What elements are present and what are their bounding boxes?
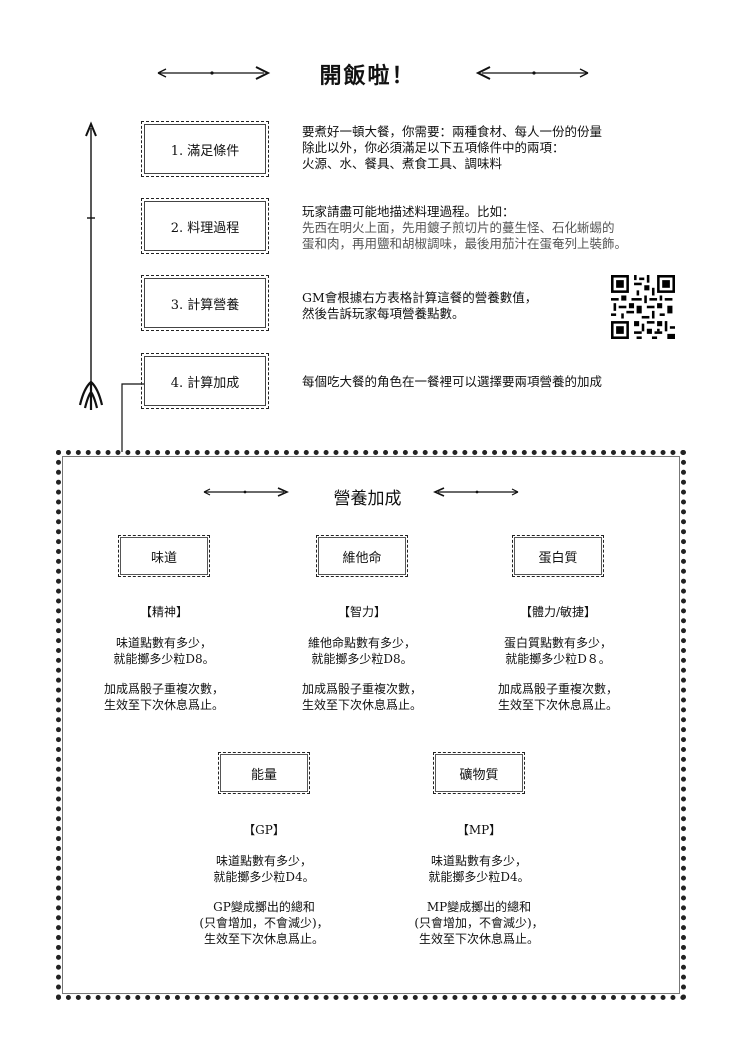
nutrient-tag: 【體力/敏捷】 [519,605,597,619]
vertical-arrow-icon [78,121,104,410]
nutrient-box-mineral: 礦物質 [433,752,525,794]
desc-line: 維他命點數有多少， [307,636,416,650]
step-2-line: 玩家請盡可能地描述料理過程。比如： [302,204,515,219]
desc-line: GP變成擲出的總和 [213,900,315,914]
step-2-label: 2. 料理過程 [170,220,240,236]
desc-line: 蛋白質點數有多少， [503,636,612,650]
desc-line: 生效至下次休息爲止。 [203,932,324,946]
step-1-line: 火源、水、餐具、煮食工具、調味料 [302,156,503,171]
step-3-line: 然後告訴玩家每項營養點數。 [302,306,465,321]
step-1-box: 1. 滿足條件 [141,121,269,177]
step-2-text: 玩家請盡可能地描述料理過程。比如： 先西在明火上面，先用鍍子煎切片的蔓生怪、石化… [302,204,662,252]
desc-line: 就能擲多少粒D8。 [311,652,413,666]
nutrient-tag: 【精神】 [139,605,188,619]
desc-line: 就能擲多少粒D8。 [113,652,215,666]
nutrient-tag: 【智力】 [337,605,386,619]
nutrient-box-taste: 味道 [118,535,210,577]
desc-line: 就能擲多少粒D4。 [428,870,530,884]
nutrition-title: 營養加成 [333,489,402,509]
step-3-text: GM會根據右方表格計算這餐的營養數值， 然後告訴玩家每項營養點數。 [302,290,662,322]
desc-line: 生效至下次休息爲止。 [103,698,224,712]
flourish-arrow-right-icon [203,487,289,497]
nutrient-box-energy: 能量 [218,752,310,794]
nutrient-desc-energy: 【GP】 味道點數有多少， 就能擲多少粒D4。 GP變成擲出的總和 (只會增加，不會… [174,822,354,961]
nutrient-box-vitamin: 維他命 [316,535,408,577]
step-4-box: 4. 計算加成 [141,353,269,409]
nutrient-tag: 【MP】 [456,823,502,837]
desc-line: 味道點數有多少， [215,854,312,868]
step-1-line: 要煮好一頓大餐，你需要：兩種食材、每人一份的份量 [302,124,603,139]
step-2-line: 先西在明火上面，先用鍍子煎切片的蔓生怪、石化蜥蜴的 [302,220,615,235]
nutrient-box-protein: 蛋白質 [512,535,604,577]
step-3-box: 3. 計算營養 [141,275,269,331]
step-4-line: 每個吃大餐的角色在一餐裡可以選擇要兩項營養的加成 [302,374,603,389]
flourish-arrow-left-icon [475,66,589,80]
page-title: 開飯啦！ [319,63,416,89]
desc-line: (只會增加，不會減少)， [199,916,329,930]
desc-line: 生效至下次休息爲止。 [301,698,422,712]
nutrient-desc-taste: 【精神】 味道點數有多少， 就能擲多少粒D8。 加成爲骰子重複次數， 生效至下次休息… [74,604,254,727]
nutrient-label: 礦物質 [459,767,499,783]
desc-line: 就能擲多少粒D4。 [213,870,315,884]
nutrient-label: 能量 [250,767,277,783]
nutrient-label: 蛋白質 [538,550,578,566]
step-3-line: GM會根據右方表格計算這餐的營養數值， [302,290,538,305]
nutrient-desc-protein: 【體力/敏捷】 蛋白質點數有多少， 就能擲多少粒D８。 加成爲骰子重複次數， 生效至… [468,604,648,727]
desc-line: 味道點數有多少， [430,854,527,868]
connector-line [121,383,144,452]
nutrient-desc-vitamin: 【智力】 維他命點數有多少， 就能擲多少粒D8。 加成爲骰子重複次數， 生效至下次休… [272,604,452,727]
step-1-label: 1. 滿足條件 [170,143,240,159]
nutrition-panel-border [56,450,686,1000]
step-1-line: 除此以外，你必須滿足以下五項條件中的兩項： [302,140,565,155]
desc-line: 味道點數有多少， [115,636,212,650]
flourish-arrow-left-icon [433,487,519,497]
desc-line: 加成爲骰子重複次數， [103,682,224,696]
desc-line: (只會增加，不會減少)， [414,916,544,930]
desc-line: MP變成擲出的總和 [426,900,532,914]
desc-line: 生效至下次休息爲止。 [418,932,539,946]
step-4-text: 每個吃大餐的角色在一餐裡可以選擇要兩項營養的加成 [302,374,662,390]
nutrient-desc-mineral: 【MP】 味道點數有多少， 就能擲多少粒D4。 MP變成擲出的總和 (只會增加，不會… [389,822,569,961]
step-4-label: 4. 計算加成 [170,375,240,391]
nutrition-panel [62,456,680,994]
step-1-text: 要煮好一頓大餐，你需要：兩種食材、每人一份的份量 除此以外，你必須滿足以下五項條… [302,124,662,172]
desc-line: 就能擲多少粒D８。 [505,652,611,666]
step-2-box: 2. 料理過程 [141,198,269,254]
step-3-label: 3. 計算營養 [170,297,240,313]
flourish-arrow-right-icon [157,66,271,80]
step-2-line: 蛋和肉，再用鹽和胡椒調味，最後用茄汁在蛋奄列上裝飾。 [302,236,628,251]
qr-code-icon [611,275,675,339]
nutrient-label: 維他命 [342,550,382,566]
nutrient-tag: 【GP】 [243,823,285,837]
desc-line: 加成爲骰子重複次數， [301,682,422,696]
desc-line: 加成爲骰子重複次數， [497,682,618,696]
nutrient-label: 味道 [150,550,177,566]
desc-line: 生效至下次休息爲止。 [497,698,618,712]
